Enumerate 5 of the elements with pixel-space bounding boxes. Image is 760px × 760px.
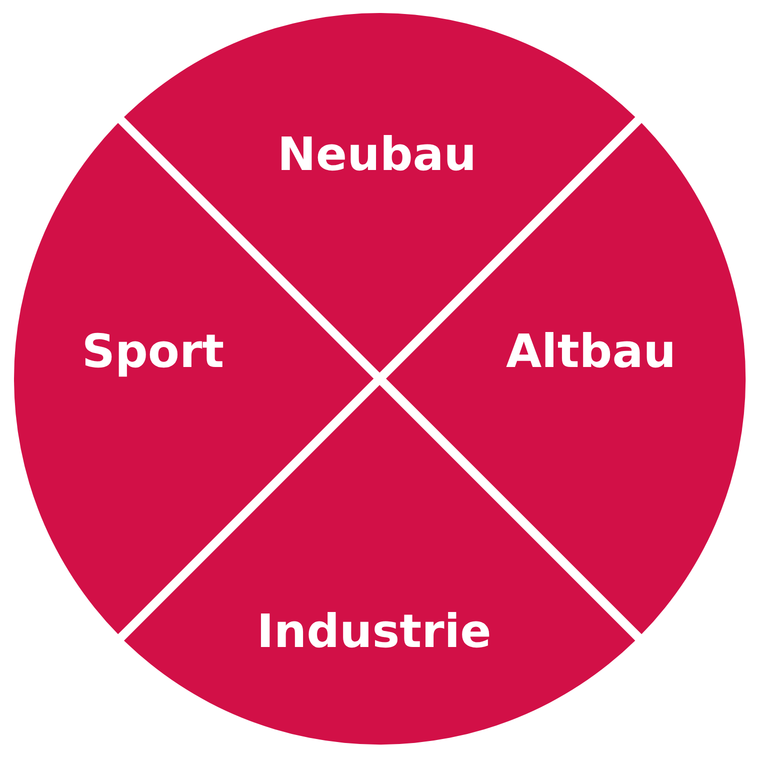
quadrant-segment [124,385,636,745]
segment-label: Altbau [506,326,676,376]
segment-label: Industrie [256,606,492,656]
segment-label: Neubau [277,130,477,178]
segment-label: Sport [82,326,224,376]
